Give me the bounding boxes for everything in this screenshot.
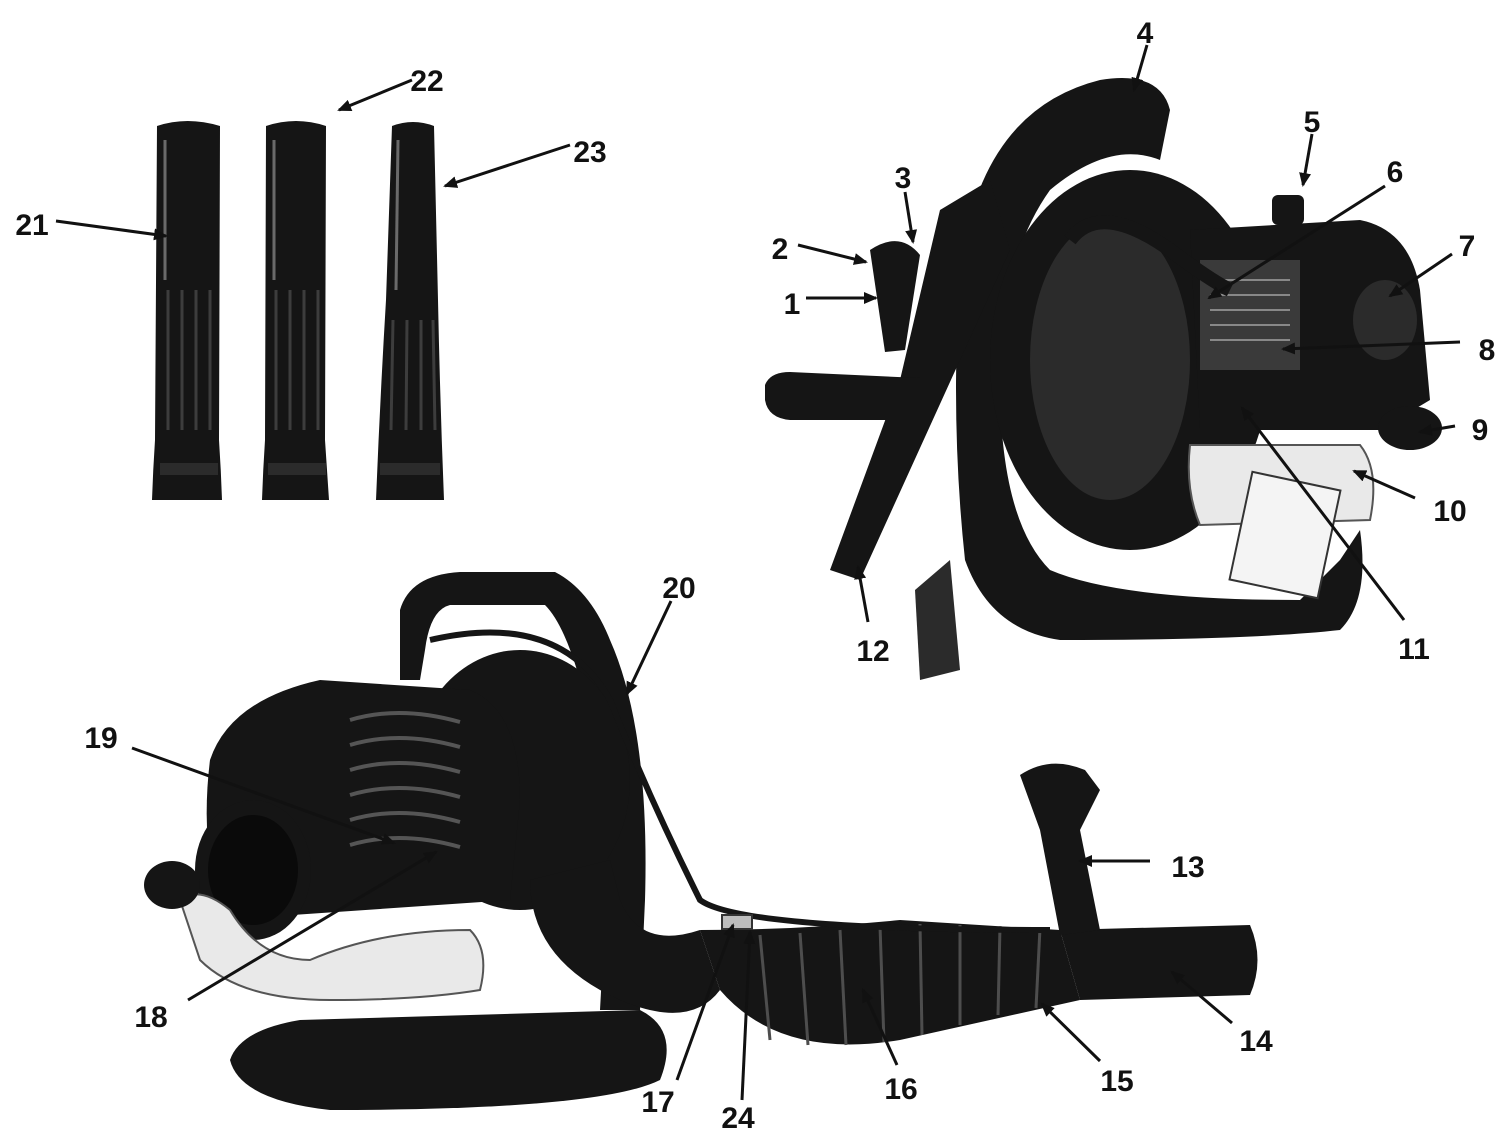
callout-label-3: 3 (895, 162, 912, 195)
straight-tube (1060, 925, 1258, 1000)
leader-arrow-9 (1418, 424, 1456, 436)
blower-tube-22 (262, 121, 329, 500)
leader-arrow-8 (1281, 340, 1461, 355)
fuel-cap (1378, 406, 1442, 450)
callout-label-22: 22 (410, 65, 443, 98)
callout-label-13: 13 (1171, 851, 1204, 884)
callout-label-14: 14 (1239, 1025, 1273, 1058)
leader-arrow-24 (740, 930, 756, 1101)
callout-label-17: 17 (641, 1086, 674, 1119)
leader-arrow-14 (1170, 970, 1233, 1025)
callout-label-4: 4 (1137, 17, 1154, 50)
callout-label-21: 21 (15, 209, 48, 242)
leader-arrow-2 (797, 243, 868, 265)
blower-rear-view (765, 78, 1442, 680)
leader-arrow-4 (1131, 44, 1149, 92)
leader-arrow-15 (1040, 1002, 1102, 1063)
blower-tubes (152, 121, 444, 500)
callout-label-18: 18 (134, 1001, 167, 1034)
callout-label-2: 2 (772, 233, 789, 266)
callout-label-16: 16 (884, 1073, 917, 1106)
callout-label-7: 7 (1459, 230, 1476, 263)
callout-label-11: 11 (1398, 633, 1430, 666)
callout-label-20: 20 (662, 572, 695, 605)
leader-arrow-7 (1388, 252, 1453, 298)
leader-arrow-17 (675, 923, 735, 1081)
leader-arrow-10 (1352, 469, 1416, 500)
throttle-handle (870, 241, 920, 352)
fuel-tank-front (178, 893, 485, 1002)
leader-arrow-23 (443, 143, 571, 188)
leader-arrow-16 (861, 988, 899, 1066)
leader-arrow-22 (337, 78, 413, 112)
callout-label-6: 6 (1387, 156, 1404, 189)
callout-label-8: 8 (1479, 334, 1496, 367)
callout-label-1: 1 (784, 288, 801, 321)
callout-label-23: 23 (573, 136, 606, 169)
blower-front-view (144, 572, 1258, 1110)
callout-label-19: 19 (84, 722, 117, 755)
callout-label-9: 9 (1472, 414, 1489, 447)
leader-arrow-11 (1240, 406, 1406, 621)
callout-label-15: 15 (1100, 1065, 1133, 1098)
control-handle (1020, 763, 1100, 935)
leader-arrow-12 (854, 565, 870, 623)
leader-arrow-18 (187, 850, 438, 1002)
blower-tube-23 (376, 122, 444, 500)
leader-arrow-5 (1299, 133, 1314, 187)
leader-arrow-21 (55, 219, 168, 241)
callout-label-10: 10 (1433, 495, 1466, 528)
leader-arrow-20 (625, 600, 673, 696)
leader-arrow-19 (131, 746, 396, 845)
leader-arrow-6 (1207, 184, 1386, 300)
elbow-tube (530, 860, 720, 1013)
back-frame (956, 78, 1363, 640)
callout-label-5: 5 (1304, 106, 1321, 139)
flex-hose (700, 920, 1080, 1045)
callout-label-24: 24 (721, 1102, 755, 1129)
base-plate (230, 1010, 667, 1110)
blower-tube-21 (152, 121, 222, 500)
fuel-cap-front (144, 861, 200, 909)
leader-arrow-3 (903, 191, 918, 244)
callout-label-12: 12 (856, 635, 889, 668)
